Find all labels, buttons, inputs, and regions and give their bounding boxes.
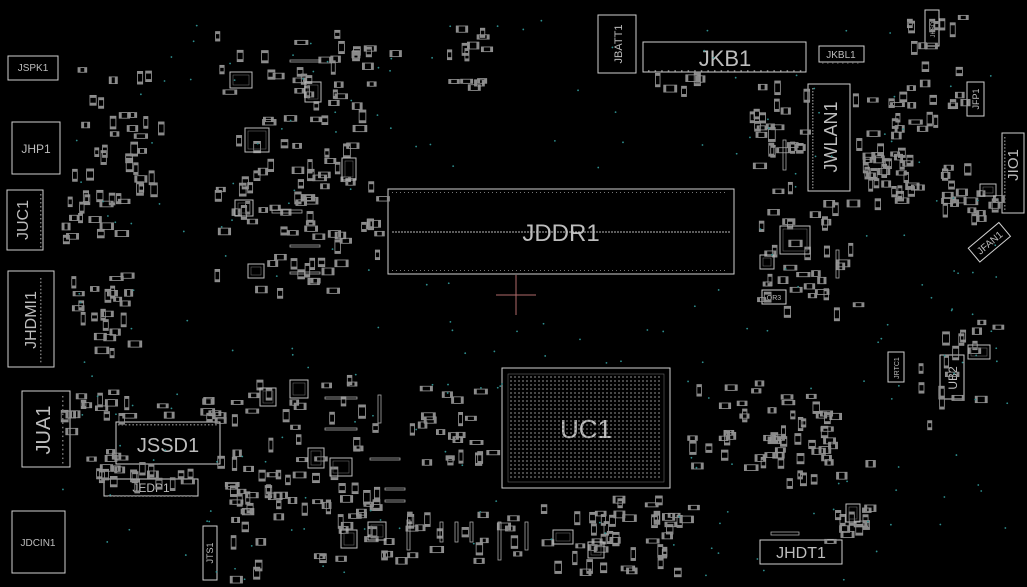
label-jwlan1: JWLAN1 <box>821 101 841 172</box>
connector-jhp1[interactable]: JHP1 <box>11 121 61 175</box>
connector-jspk1[interactable]: JSPK1 <box>7 55 59 81</box>
connector-jhdmi1[interactable]: JHDMI1 <box>7 270 55 368</box>
chip-uc1[interactable]: UC1 <box>501 367 671 489</box>
connector-jbatt1[interactable]: JBATT1 <box>597 14 637 74</box>
connector-jddr1[interactable]: JDDR1 <box>387 188 735 275</box>
label-jrtc1: JRTC1 <box>894 357 901 379</box>
label-juc1: JUC1 <box>15 200 32 240</box>
label-jfp1: JFP1 <box>971 88 981 109</box>
connector-jhdt1[interactable]: JHDT1 <box>759 539 843 565</box>
connector-jio1[interactable]: JIO1 <box>1001 132 1025 214</box>
label-jbatt1: JBATT1 <box>613 25 625 64</box>
label-jua1: JUA1 <box>33 406 55 455</box>
label-jhp1: JHP1 <box>21 142 51 156</box>
connector-jedp1[interactable]: JEDP1 <box>103 478 199 497</box>
label-jdcin1: JDCIN1 <box>20 538 55 549</box>
connector-jua1[interactable]: JUA1 <box>21 390 71 468</box>
connector-jwlan1[interactable]: JWLAN1 <box>807 83 851 192</box>
label-jssd1: JSSD1 <box>137 435 199 457</box>
label-jhdmi1: JHDMI1 <box>23 291 40 349</box>
connector-jkbl1[interactable]: JKBL1 <box>818 45 865 63</box>
connector-jrtc1[interactable]: JRTC1 <box>887 351 905 383</box>
label-jedp1: JEDP1 <box>132 481 170 495</box>
crosshair-marker <box>496 275 536 315</box>
connector-juc1[interactable]: JUC1 <box>6 189 44 251</box>
chip-ub2[interactable]: UB2 <box>939 354 965 400</box>
connector-jfan1[interactable]: JFAN1 <box>967 221 1012 263</box>
connector-jdcin1[interactable]: JDCIN1 <box>11 510 66 574</box>
label-ub2: UB2 <box>946 366 960 390</box>
connector-jkb1[interactable]: JKB1 <box>642 41 807 73</box>
label-jkbl1: JKBL1 <box>826 50 856 61</box>
label-jddr1: JDDR1 <box>522 220 599 247</box>
label-jio1: JIO1 <box>1005 149 1022 181</box>
connector-jfp1[interactable]: JFP1 <box>966 81 985 117</box>
connector-jts1[interactable]: JTS1 <box>202 525 218 581</box>
label-jts1: JTS1 <box>205 542 215 563</box>
via-layer <box>62 19 1009 581</box>
label-jhdt1: JHDT1 <box>776 545 826 562</box>
label-jspk1: JSPK1 <box>18 63 49 74</box>
chip-qr3[interactable]: QR3 <box>761 289 787 305</box>
connector-jssd1[interactable]: JSSD1 <box>115 421 221 465</box>
label-qr3: QR3 <box>767 295 782 302</box>
small-components-layer <box>40 14 1006 584</box>
label-jkb1: JKB1 <box>699 46 752 71</box>
